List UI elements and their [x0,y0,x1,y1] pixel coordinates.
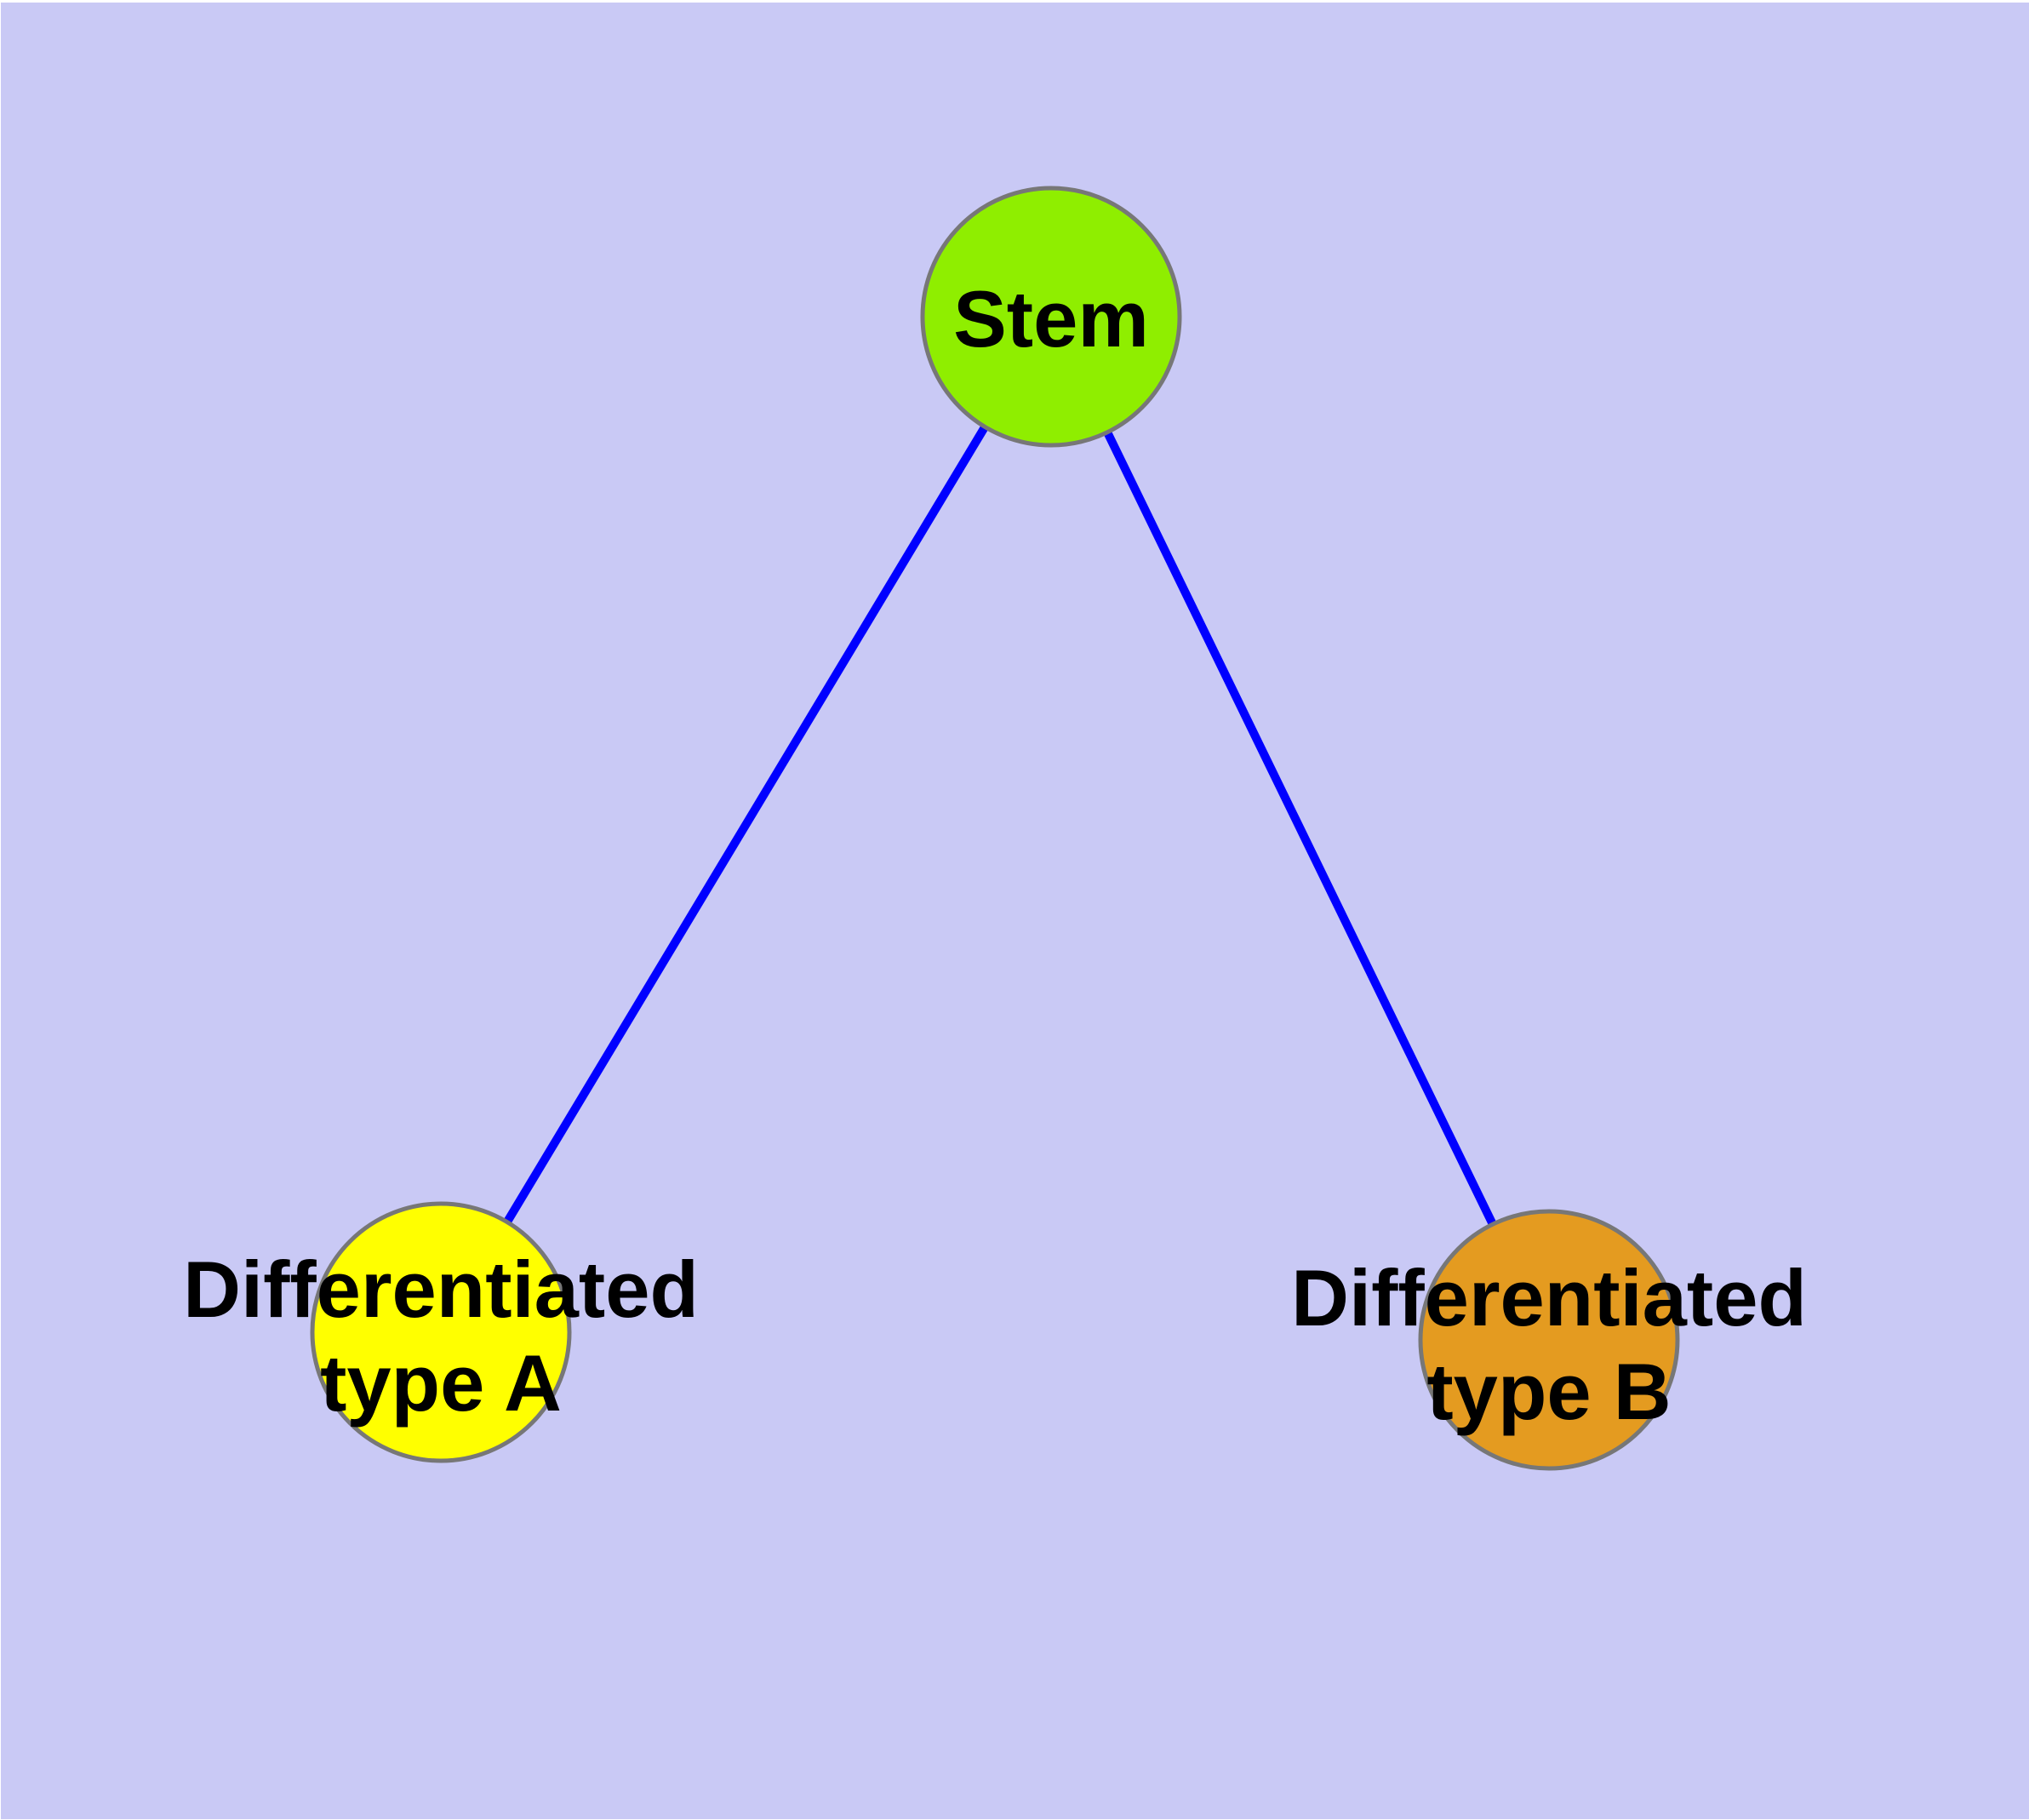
node-stem-label: Stem [953,274,1149,363]
edge-stem-to-type-a [437,314,1055,1335]
node-type-b-label-line2: type B [1426,1347,1671,1436]
node-type-b-label-line1: Differentiated [1291,1253,1807,1342]
edge-stem-to-type-b [1047,314,1553,1342]
node-stem [920,186,1182,448]
node-type-a-label-line2: type A [320,1338,562,1428]
node-differentiated-type-b [1418,1209,1680,1471]
node-type-a-label-line1: Differentiated [183,1245,699,1334]
node-differentiated-type-a [310,1201,572,1463]
